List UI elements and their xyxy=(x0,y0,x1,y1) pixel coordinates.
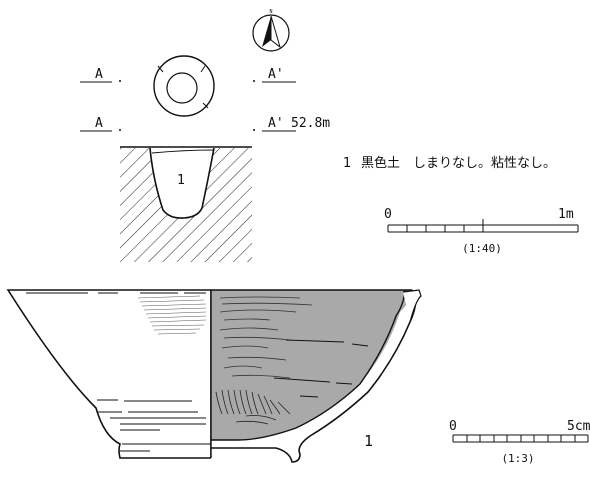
scale-vessel-ratio: (1:3) xyxy=(501,452,534,465)
vessel-number: 1 xyxy=(364,432,373,450)
legend-layer-number: 1 xyxy=(343,156,351,171)
pit-plan-view xyxy=(153,55,215,117)
scale-bar-pit: 0 1m (1:40) xyxy=(384,207,579,255)
section-line-bottom: A A' 52.8m xyxy=(80,116,330,132)
section-label-a-prime-top: A' xyxy=(268,67,284,82)
scale-vessel-start: 0 xyxy=(449,419,457,434)
soil-legend: 1 黒色土 しまりなし。粘性なし。 xyxy=(343,155,556,171)
scale-vessel-end: 5cm xyxy=(567,419,590,434)
legend-layer-description: 黒色土 しまりなし。粘性なし。 xyxy=(361,155,556,171)
north-arrow-icon: N xyxy=(252,9,290,52)
layer-number: 1 xyxy=(177,173,185,188)
scale-pit-start: 0 xyxy=(384,207,392,222)
north-mark: N xyxy=(269,9,272,15)
vessel-drawing: 1 xyxy=(6,289,422,463)
section-label-a-bottom: A xyxy=(95,116,103,131)
elevation-label: 52.8m xyxy=(291,116,330,131)
pit-section: 1 xyxy=(120,146,252,262)
scale-bar-vessel: 0 5cm (1:3) xyxy=(449,419,590,465)
scale-pit-ratio: (1:40) xyxy=(462,242,502,255)
scale-pit-end: 1m xyxy=(558,207,574,222)
section-label-a-top: A xyxy=(95,67,103,82)
section-line-top: A A' xyxy=(80,67,296,83)
section-label-a-prime-bottom: A' xyxy=(268,116,284,131)
